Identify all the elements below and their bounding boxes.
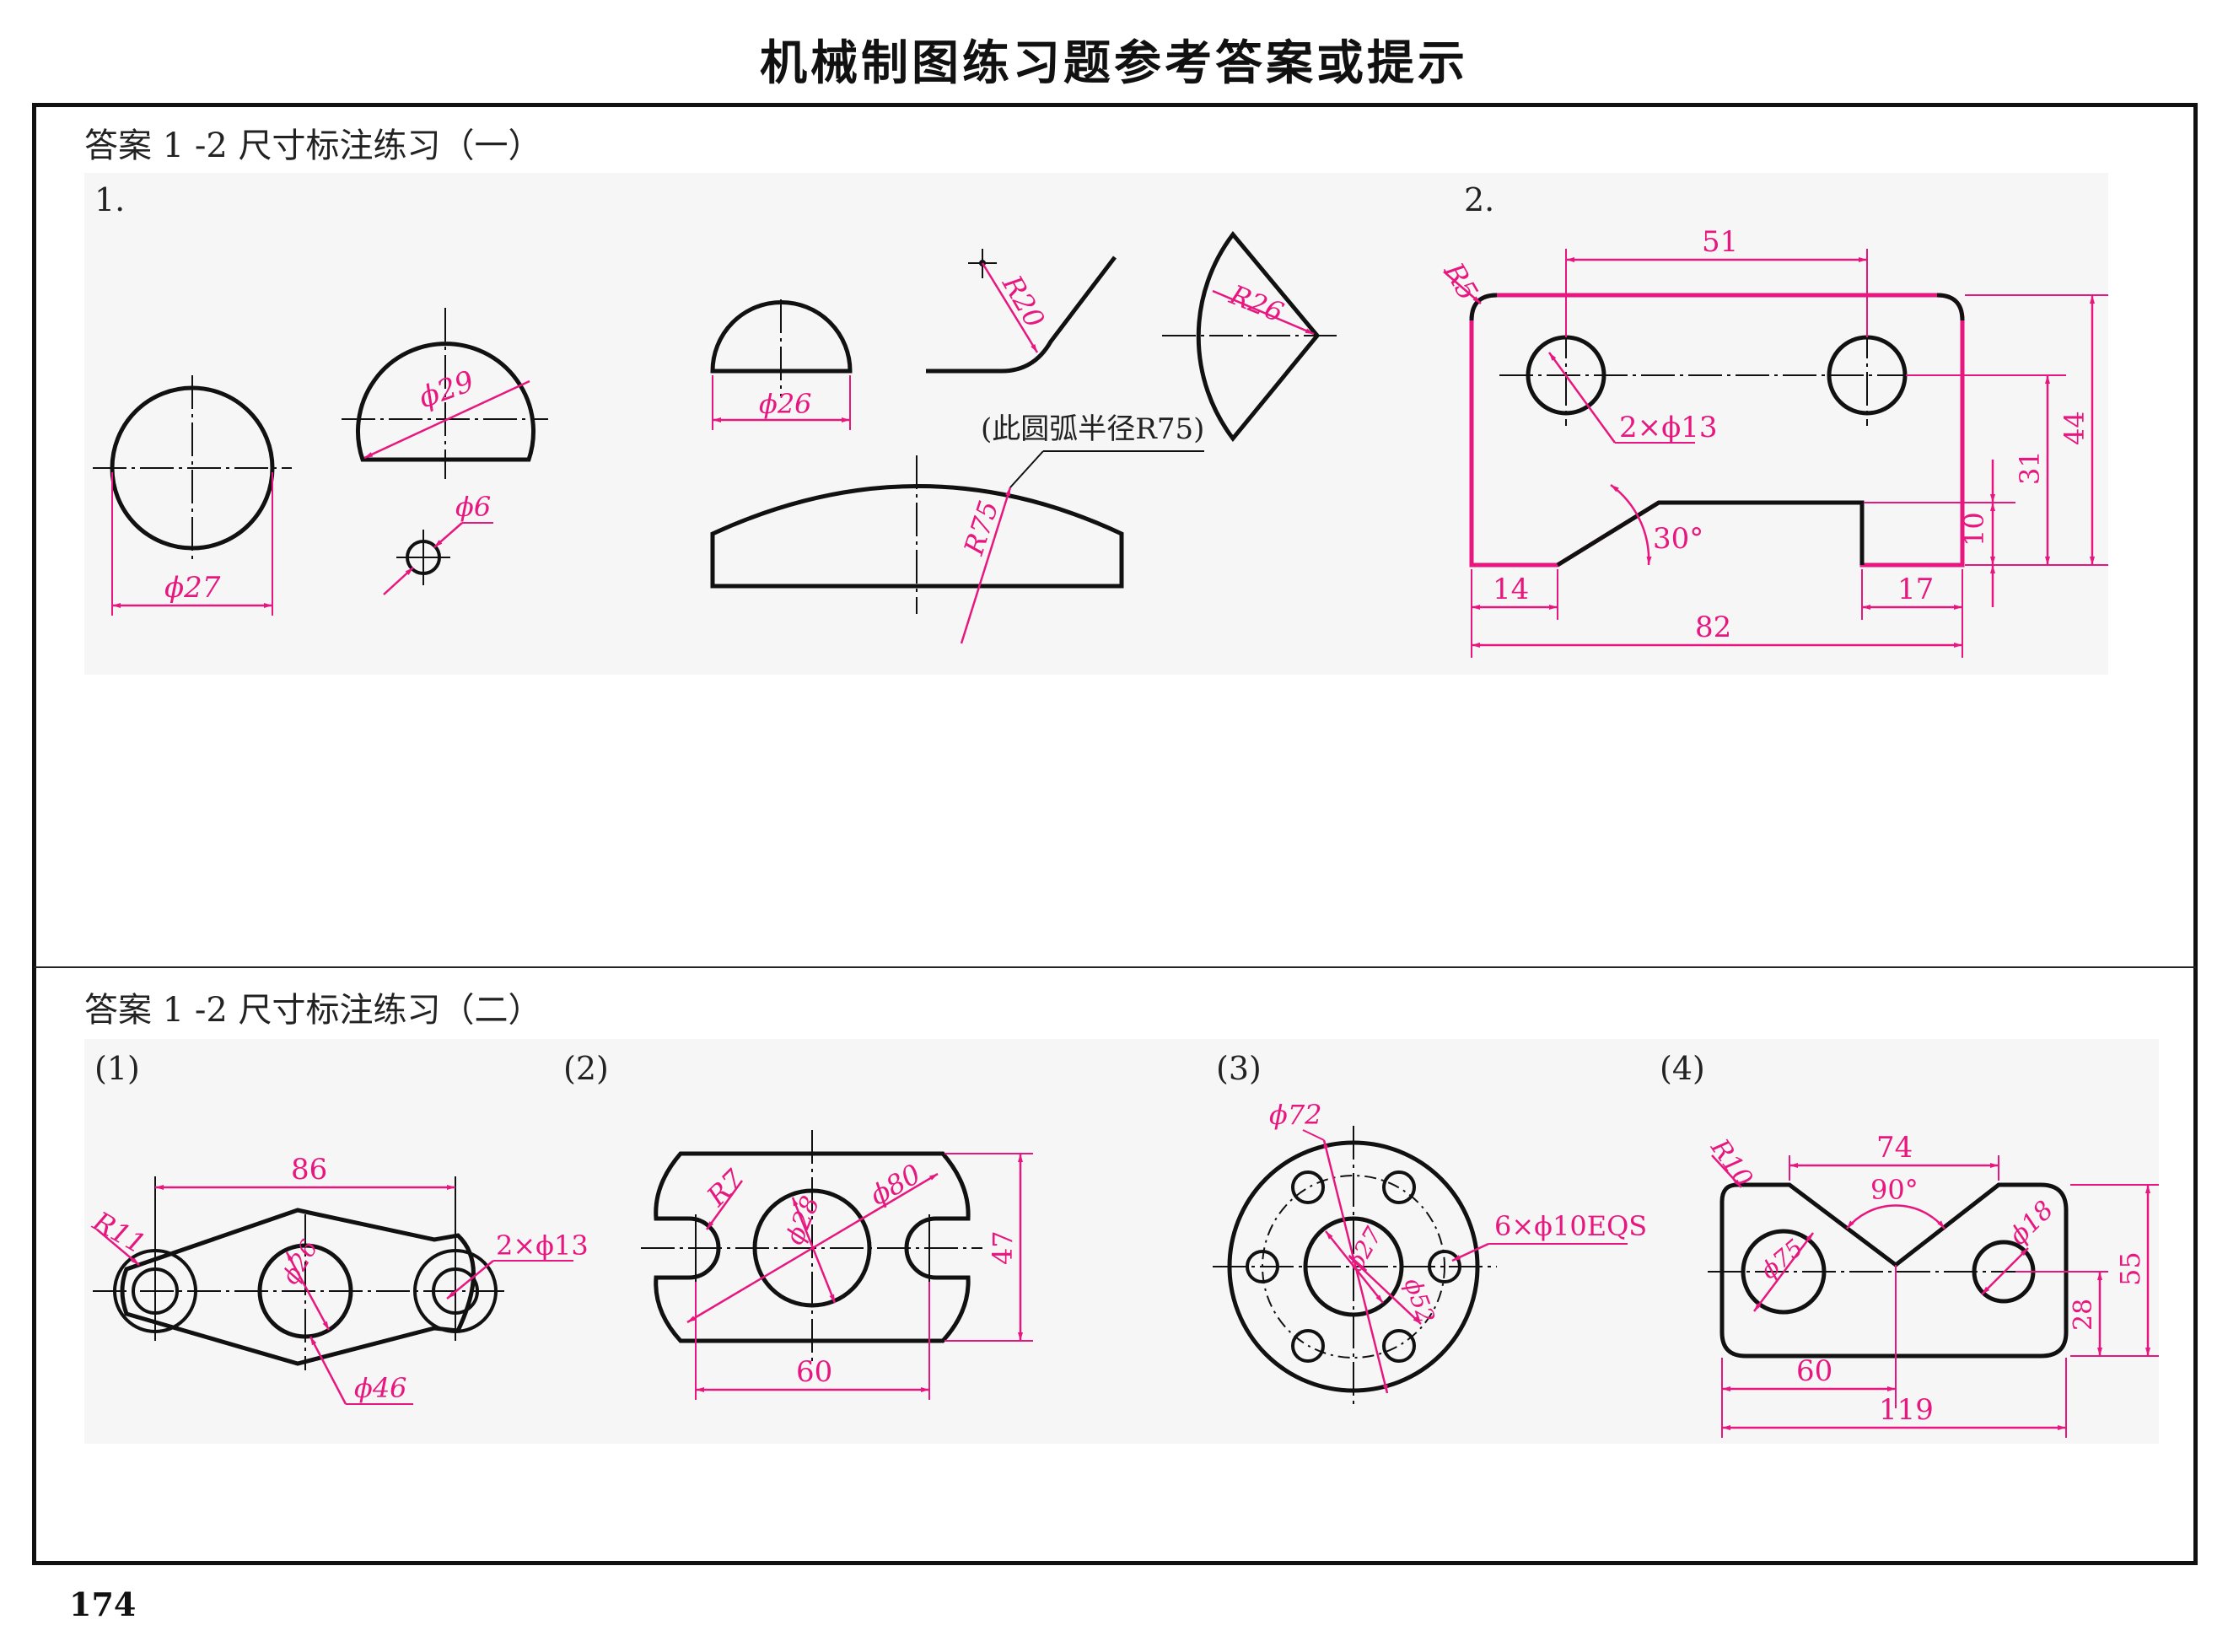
fig3-dim-holes: 6×ϕ10EQS xyxy=(1494,1210,1647,1242)
dim-h10: 10 xyxy=(1958,512,1990,546)
circle-d27-figure xyxy=(93,375,292,616)
dim-r75: R75 xyxy=(957,497,1004,559)
fig1-dim-d26: ϕ26 xyxy=(276,1235,323,1289)
fig4-dim-w119: 119 xyxy=(1879,1393,1934,1427)
note-r75: (此圆弧半径R75) xyxy=(981,412,1204,446)
fig1-dim-w86: 86 xyxy=(291,1153,327,1187)
dim-w17: 17 xyxy=(1897,573,1934,606)
dim-r5: R5 xyxy=(1438,256,1485,305)
dim-d6: ϕ6 xyxy=(455,491,491,523)
dim-holes-2x13: 2×ϕ13 xyxy=(1619,411,1718,444)
fig2-label: (2) xyxy=(563,1050,609,1087)
sector-r26-figure xyxy=(1162,230,1337,443)
half-disk-d26-figure xyxy=(710,299,853,430)
fig2-dim-d80: ϕ80 xyxy=(864,1158,926,1212)
fig1-link-plate xyxy=(93,1176,573,1405)
fig1-dim-holes: 2×ϕ13 xyxy=(496,1230,589,1262)
fig2-slotted-plate xyxy=(641,1130,1033,1400)
dim-d27: ϕ27 xyxy=(164,571,221,605)
fig4-dim-d75: ϕ75 xyxy=(1755,1234,1808,1284)
section2-heading: 答案 1 -2 尺寸标注练习（二） xyxy=(84,991,542,1030)
fig3-dim-d72: ϕ72 xyxy=(1269,1099,1322,1131)
dim-d26: ϕ26 xyxy=(759,388,812,420)
sector-outline xyxy=(1196,230,1321,443)
fig1-label: (1) xyxy=(94,1050,140,1087)
section1-panel xyxy=(84,173,2108,675)
fig2-dim-w60: 60 xyxy=(796,1355,832,1389)
fig2-dim-h47: 47 xyxy=(987,1230,1019,1265)
section1-heading: 答案 1 -2 尺寸标注练习（一） xyxy=(84,126,542,165)
fig2-dim-r7: R7 xyxy=(700,1163,750,1213)
dim-r20: R20 xyxy=(996,269,1052,333)
fig3-flange xyxy=(1213,1126,1628,1407)
dim-w51: 51 xyxy=(1702,225,1738,259)
dim-h31: 31 xyxy=(2014,450,2046,485)
dim-angle-30: 30° xyxy=(1653,522,1703,556)
page-frame xyxy=(32,103,2198,1565)
section-divider xyxy=(34,966,2196,968)
plate-figure xyxy=(1443,249,2108,658)
small-circle-d6-figure xyxy=(383,522,493,595)
dim-h44: 44 xyxy=(2058,411,2091,445)
page-number: 174 xyxy=(69,1585,137,1623)
dim-w82: 82 xyxy=(1695,611,1731,644)
fig4-dim-w60: 60 xyxy=(1796,1354,1832,1388)
fig4-dim-h55: 55 xyxy=(2114,1251,2146,1286)
page-title: 机械制图练习题参考答案或提示 xyxy=(760,36,1468,91)
arc-plate-outline xyxy=(710,484,1124,589)
arc-r75-figure xyxy=(710,450,1204,644)
dim-d29: ϕ29 xyxy=(414,364,478,415)
part1-label: 1. xyxy=(94,181,126,218)
fig4-label: (4) xyxy=(1660,1050,1705,1087)
fillet-r20-figure xyxy=(926,249,1117,374)
half-disk-outline xyxy=(710,300,853,374)
semicircle-d29-figure xyxy=(342,308,548,479)
fig1-dim-d46: ϕ46 xyxy=(354,1372,407,1404)
dim-w14: 14 xyxy=(1493,573,1529,606)
fillet-outline xyxy=(926,256,1117,374)
part2-label: 2. xyxy=(1464,181,1495,218)
fig4-dim-h28: 28 xyxy=(2069,1299,2098,1331)
fig4-dim-angle-90: 90° xyxy=(1870,1174,1919,1206)
fig2-dim-d28: ϕ28 xyxy=(780,1192,826,1249)
fig3-label: (3) xyxy=(1216,1050,1262,1087)
fig4-vblock xyxy=(1708,1154,2159,1438)
semicircle-outline xyxy=(356,342,535,462)
dim-r26: R26 xyxy=(1224,278,1288,329)
fig4-outline xyxy=(1719,1182,2069,1359)
fig3-dim-d52: ϕ52 xyxy=(1398,1274,1440,1327)
fig4-dim-w74: 74 xyxy=(1876,1131,1913,1165)
